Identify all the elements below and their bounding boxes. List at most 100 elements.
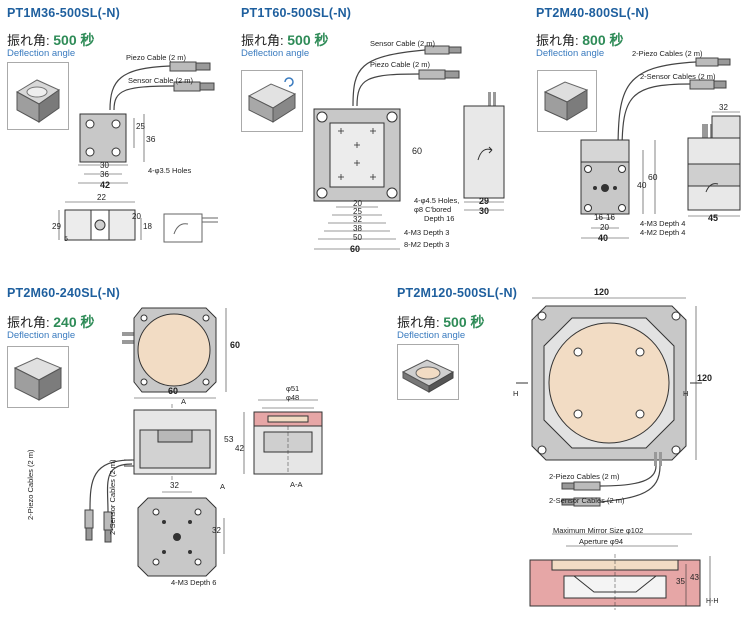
thread-note: 8-M2 Depth 3 — [404, 240, 450, 249]
dimension-label: 32 — [353, 215, 362, 224]
dimension-label: 30 — [100, 161, 109, 170]
cable-drawing — [561, 452, 662, 507]
deflection-label-en: Deflection angle — [7, 48, 76, 59]
top-view — [580, 139, 656, 239]
dimension-label: 18 — [143, 222, 152, 231]
dimension-label: 16 — [594, 213, 603, 222]
deflection-label-jp: 振れ角: — [241, 33, 284, 48]
section-mark: H — [513, 389, 519, 398]
dimension-label: 53 — [224, 434, 234, 444]
dimension-label: 30 — [479, 206, 490, 216]
dimension-label: 25 — [136, 122, 145, 131]
deflection-value: 800 秒 — [582, 32, 624, 48]
dimension-label: 35 — [676, 577, 685, 586]
deflection-value: 500 秒 — [53, 32, 95, 48]
dimension-label: 38 — [353, 224, 362, 233]
dimension-label: 20 — [600, 223, 609, 232]
cable-label: Piezo Cable (2 m) — [126, 53, 187, 62]
model-title: PT2M120-500SL(-N) — [397, 286, 518, 300]
dimension-label: 40 — [637, 180, 647, 190]
side-view — [124, 404, 217, 480]
dimension-label: 16 — [606, 213, 615, 222]
dimension-label: 29 — [479, 196, 490, 206]
dimension-label: 60 — [230, 340, 241, 350]
aperture-note: Aperture φ94 — [579, 537, 624, 546]
thread-note: 4-M2 Depth 4 — [640, 228, 686, 237]
deflection-label-en: Deflection angle — [536, 48, 605, 59]
model-title: PT2M40-800SL(-N) — [536, 6, 649, 20]
deflection-label-en: Deflection angle — [241, 48, 310, 59]
dimension-label: φ51 — [286, 384, 300, 393]
cable-label: 2-Piezo Cables (2 m) — [26, 449, 35, 520]
side-photo — [163, 213, 218, 243]
deflection-value: 500 秒 — [287, 32, 329, 48]
dimension-label: 45 — [708, 213, 719, 223]
deflection-angle: 振れ角: 500 秒 — [241, 30, 329, 50]
mirror-size-note: Maximum Mirror Size φ102 — [553, 526, 644, 535]
dimension-label: 5 — [64, 236, 68, 243]
cable-drawing — [352, 45, 462, 107]
hole-note: 4-φ4.5 Holes, φ8 C'bored Depth 16 — [414, 196, 459, 223]
deflection-angle: 振れ角: 500 秒 — [397, 312, 485, 332]
deflection-label-jp: 振れ角: — [7, 315, 50, 330]
section-mark: A — [220, 482, 226, 491]
deflection-label-jp: 振れ角: — [536, 33, 579, 48]
dimension-label: 60 — [648, 172, 658, 182]
deflection-label-jp: 振れ角: — [397, 315, 440, 330]
dimension-label: 20 — [132, 212, 141, 221]
cable-label: 2-Piezo Cables (2 m) — [549, 472, 620, 481]
product-photo — [7, 346, 69, 408]
hole-note: 4-φ3.5 Holes — [148, 166, 192, 175]
cable-label: 2-Sensor Cables (2 m) — [108, 459, 117, 535]
note-line: Depth 16 — [424, 214, 455, 223]
top-view — [78, 113, 145, 184]
dimension-label: 25 — [353, 207, 362, 216]
note-line: 4-φ4.5 Holes, — [414, 196, 460, 205]
section-label: A-A — [290, 480, 303, 489]
product-photo — [7, 62, 69, 130]
dimension-label: 120 — [697, 373, 713, 383]
dimension-label: 32 — [212, 526, 221, 535]
dimension-label: 32 — [170, 481, 179, 490]
deflection-label-en: Deflection angle — [7, 330, 76, 341]
deflection-value: 500 秒 — [443, 314, 485, 330]
deflection-label-jp: 振れ角: — [7, 33, 50, 48]
top-view — [313, 108, 401, 250]
dimension-label: 20 — [353, 199, 362, 208]
deflection-angle: 振れ角: 800 秒 — [536, 30, 624, 50]
product-photo — [397, 344, 459, 400]
thread-note: 4-M3 Depth 3 — [404, 228, 450, 237]
dimension-label: 29 — [52, 222, 61, 231]
dimension-label: 60 — [350, 244, 361, 254]
model-title: PT1M36-500SL(-N) — [7, 6, 120, 20]
deflection-angle: 振れ角: 240 秒 — [7, 312, 95, 332]
section-mark: H — [683, 389, 689, 398]
bottom-view — [137, 491, 225, 577]
cable-label: Piezo Cable (2 m) — [370, 60, 431, 69]
cable-label: Sensor Cable (2 m) — [370, 39, 436, 48]
note-line: φ8 C'bored — [414, 205, 452, 214]
section-label: H-H — [706, 598, 719, 605]
model-title: PT2M60-240SL(-N) — [7, 286, 120, 300]
cable-label: Sensor Cable (2 m) — [128, 76, 194, 85]
dimension-label: 60 — [412, 146, 423, 156]
cable-label: 2-Sensor Cables (2 m) — [549, 496, 625, 505]
side-view — [463, 92, 505, 211]
dimension-label: 32 — [719, 103, 728, 112]
model-title: PT1T60-500SL(-N) — [241, 6, 352, 20]
cable-drawing — [617, 57, 731, 153]
product-photo — [241, 70, 303, 132]
dimension-label: 22 — [97, 193, 106, 202]
dimension-label: φ48 — [286, 393, 300, 402]
cable-drawing — [84, 459, 133, 543]
deflection-label-en: Deflection angle — [397, 330, 466, 341]
dimension-label: 36 — [100, 170, 109, 179]
dimension-label: 60 — [168, 386, 179, 396]
deflection-value: 240 秒 — [53, 314, 95, 330]
cable-drawing — [109, 61, 215, 111]
section-view — [529, 533, 711, 610]
side-view — [687, 111, 741, 217]
section-view — [243, 399, 323, 475]
dimension-label: 120 — [594, 287, 610, 297]
dimension-label: 42 — [100, 180, 111, 190]
